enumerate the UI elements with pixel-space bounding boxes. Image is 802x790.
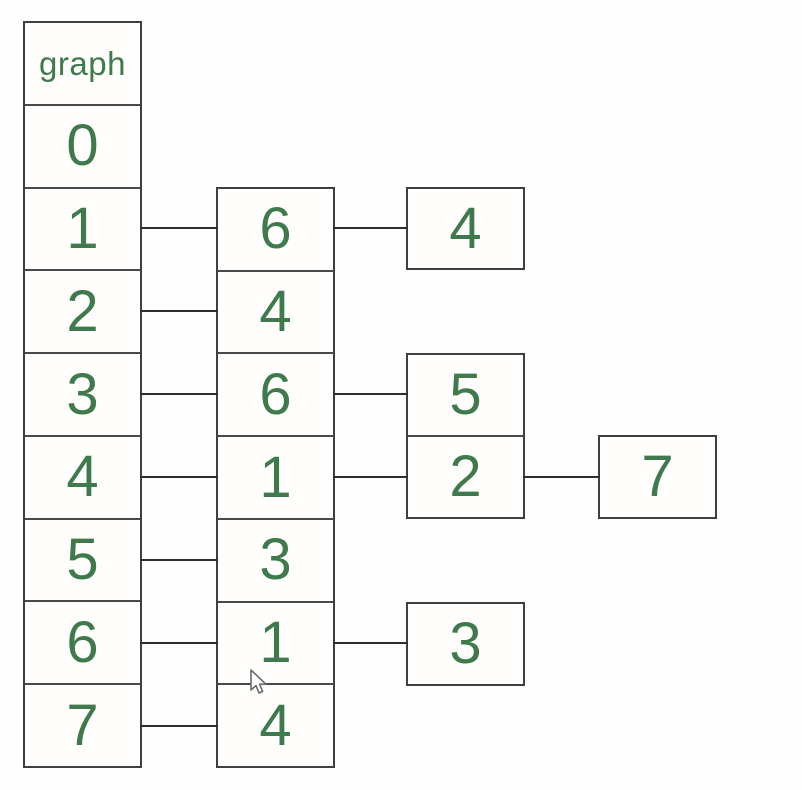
edge-line-v1: [140, 227, 218, 229]
list-node-1-0: 6: [259, 196, 292, 262]
vertex-cell-7: 7: [25, 683, 140, 766]
edge-line-v4: [140, 476, 218, 478]
list-node-6-0: 1: [218, 600, 333, 684]
edge-line-n4b: [523, 476, 600, 478]
vertex-cell-6: 6: [25, 600, 140, 683]
list-node-1-1: 4: [406, 187, 525, 270]
edge-line-n4: [333, 476, 408, 478]
vertex-cell-4: 4: [25, 434, 140, 518]
list-node-4-1: 2: [408, 435, 523, 517]
graph-header-cell: graph: [39, 44, 126, 82]
list-node-2-0: 4: [218, 269, 333, 353]
list-node-6-1: 3: [406, 602, 525, 686]
list-node-5-0: 3: [218, 517, 333, 601]
edge-line-v6: [140, 642, 218, 644]
edge-line-v7: [140, 725, 218, 727]
vertex-cell-0: 0: [25, 103, 140, 187]
vertex-cell-2: 2: [25, 269, 140, 352]
edge-line-n6: [333, 642, 408, 644]
vertex-cell-3: 3: [25, 352, 140, 435]
list-node-4-2: 7: [598, 435, 717, 519]
vertex-cell-5: 5: [25, 517, 140, 601]
list-node-3-0: 6: [218, 352, 333, 435]
graph-array-column: graph 0 1 2 3 4 5 6 7: [23, 21, 142, 768]
edge-line-v3: [140, 393, 218, 395]
vertex-cell-1: 1: [25, 186, 140, 270]
neighbor-column-first: 6 4 6 1 3 1 4: [216, 187, 335, 768]
list-node-7-0: 4: [218, 683, 333, 766]
edge-line-n3: [333, 393, 408, 395]
edge-line-v2: [140, 310, 218, 312]
list-node-3-1: 5: [449, 362, 482, 427]
edge-line-v5: [140, 559, 218, 561]
neighbor-column-second-pair: 5 2: [406, 353, 525, 519]
edge-line-n1: [333, 227, 408, 229]
list-node-4-0: 1: [218, 435, 333, 518]
